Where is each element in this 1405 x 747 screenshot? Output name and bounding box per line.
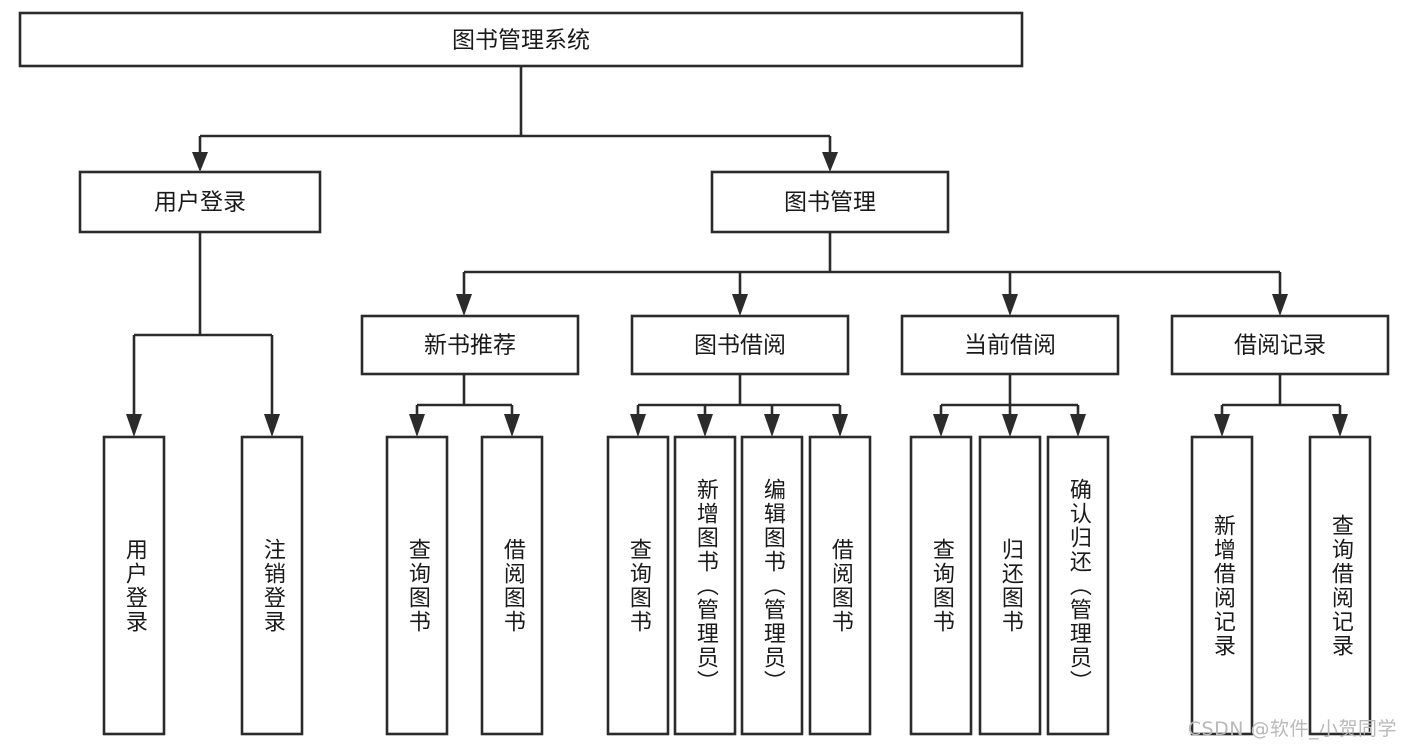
arrow-head-newbook xyxy=(456,294,472,316)
arrow-head-leaf-borrowrecord-1 xyxy=(1214,414,1230,437)
node-leaf-box-borrow-record-1[interactable] xyxy=(1190,435,1254,736)
csdn-watermark: CSDN @软件_小贺同学 xyxy=(1187,718,1397,740)
connector-group-userlogin xyxy=(126,232,280,437)
arrow-head-leaf-currentborrow-2 xyxy=(1002,414,1018,437)
arrow-head-leaf-userlogin-2 xyxy=(264,414,280,437)
node-borrow-record-box[interactable] xyxy=(1170,314,1390,376)
arrow-head-leaf-currentborrow-1 xyxy=(933,414,949,437)
connector-group-bookmgmt xyxy=(456,232,1288,316)
node-current-borrow-box[interactable] xyxy=(900,314,1120,376)
node-user-login-label: 用户登录 xyxy=(154,190,246,216)
node-leaf-box-book-borrow-2[interactable] xyxy=(673,435,737,736)
arrow-head-bookborrow xyxy=(732,294,748,316)
connector-group-newbook xyxy=(409,374,520,437)
arrow-head-borrowrecord xyxy=(1272,294,1288,316)
node-book-borrow-box[interactable] xyxy=(630,314,850,376)
node-root-label: 图书管理系统 xyxy=(452,28,590,54)
arrow-head-leaf-bookborrow-1 xyxy=(630,414,646,437)
connector-group-bookborrow xyxy=(630,374,848,437)
node-leaf-box-borrow-record-2[interactable] xyxy=(1308,435,1372,736)
arrow-head-currentborrow xyxy=(1002,294,1018,316)
arrow-head-leaf-currentborrow-3 xyxy=(1070,414,1086,437)
node-leaf-box-current-borrow-2[interactable] xyxy=(978,435,1042,736)
arrow-head-leaf-newbook-2 xyxy=(504,414,520,437)
node-book-management-box[interactable] xyxy=(710,170,950,234)
arrow-head-leaf-userlogin-1 xyxy=(126,414,142,437)
node-book-management-label: 图书管理 xyxy=(784,190,876,216)
node-leaf-box-new-book-2[interactable] xyxy=(480,435,544,736)
node-current-borrow-label: 当前借阅 xyxy=(964,333,1056,359)
arrow-head-userlogin xyxy=(192,152,208,172)
node-leaf-box-user-login-1[interactable] xyxy=(102,435,166,736)
connector-group-root xyxy=(192,66,838,172)
node-leaf-box-user-login-2[interactable] xyxy=(240,435,304,736)
arrow-head-leaf-newbook-1 xyxy=(409,414,425,437)
arrow-head-leaf-bookborrow-4 xyxy=(832,414,848,437)
node-book-borrow-label: 图书借阅 xyxy=(694,333,786,359)
node-leaf-box-book-borrow-1[interactable] xyxy=(606,435,670,736)
connector-group-currentborrow xyxy=(933,374,1086,437)
node-new-book-label: 新书推荐 xyxy=(424,333,516,359)
node-borrow-record-label: 借阅记录 xyxy=(1234,333,1326,359)
node-user-login-box[interactable] xyxy=(78,170,322,234)
node-new-book-box[interactable] xyxy=(360,314,580,376)
node-leaf-box-book-borrow-4[interactable] xyxy=(808,435,872,736)
connector-group-borrowrecord xyxy=(1214,374,1348,437)
arrow-head-leaf-bookborrow-3 xyxy=(764,414,780,437)
node-leaf-box-current-borrow-1[interactable] xyxy=(909,435,973,736)
node-leaf-box-current-borrow-3[interactable] xyxy=(1046,435,1110,736)
node-leaf-box-new-book-1[interactable] xyxy=(385,435,449,736)
node-root-box[interactable] xyxy=(18,11,1024,68)
arrow-head-leaf-borrowrecord-2 xyxy=(1332,414,1348,437)
node-leaf-box-book-borrow-3[interactable] xyxy=(740,435,804,736)
arrow-head-bookmgmt xyxy=(822,152,838,172)
arrow-head-leaf-bookborrow-2 xyxy=(697,414,713,437)
